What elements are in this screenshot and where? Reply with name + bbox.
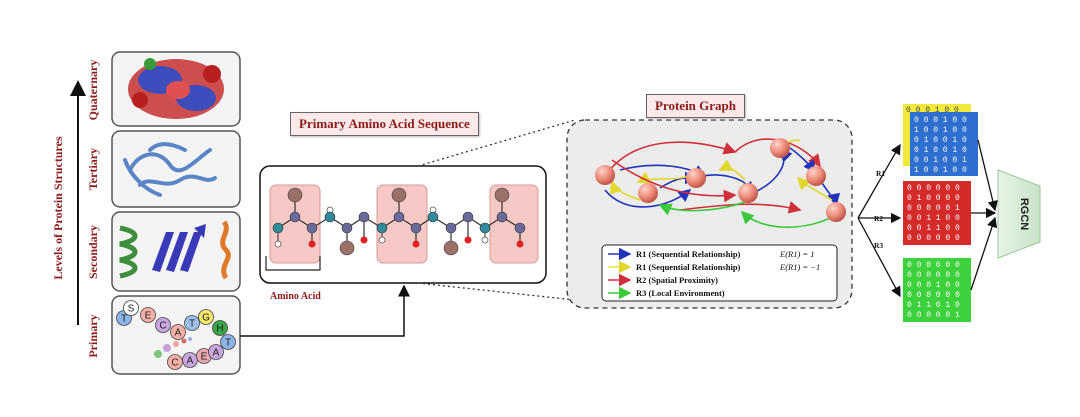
relation-arrows	[857, 143, 902, 298]
primary-letter: A	[187, 356, 194, 367]
primary-letter-circle	[155, 317, 171, 333]
level-label-quaternary: Quaternary	[86, 60, 100, 121]
primary-letter-circle	[184, 315, 200, 331]
primary-letter: A	[213, 348, 220, 359]
zoom-line-bottom	[417, 282, 576, 301]
helix-image	[119, 225, 138, 279]
zoom-line-top	[417, 119, 576, 167]
graph-node	[826, 202, 846, 222]
relation-label-r1: R1	[876, 169, 885, 178]
matrix-row: 1 0 0 1 0 0	[914, 166, 967, 175]
amino-acid-label: Amino Acid	[270, 291, 321, 302]
primary-letter: A	[175, 328, 182, 339]
graph-node	[738, 183, 758, 203]
graph-title: Protein Graph	[646, 94, 746, 118]
graph-nodes	[595, 138, 846, 222]
quaternary-structure-image	[128, 58, 224, 119]
primary-letter: H	[216, 324, 223, 335]
coil-image	[220, 220, 231, 280]
sequence-panel	[259, 165, 547, 284]
primary-letter-circle	[170, 324, 186, 340]
relation-label-r3: R3	[874, 241, 883, 250]
matrix-row: 0 0 0 0 0 1	[907, 204, 960, 213]
sequence-title: Primary Amino Acid Sequence	[290, 112, 479, 136]
primary-letter: C	[171, 358, 178, 369]
legend-label: R3 (Local Environment)	[636, 288, 725, 298]
matrix-row: 0 0 0 0 0 1	[907, 311, 960, 320]
rgcn-label: RGCN	[1018, 198, 1030, 230]
graph-edges	[604, 138, 841, 228]
level-label-secondary: Secondary	[86, 225, 100, 279]
rgcn-block	[997, 169, 1041, 259]
amino-acid-chain	[272, 187, 526, 256]
primary-letter-circle	[123, 300, 139, 316]
primary-letter: S	[128, 304, 135, 315]
primary-letter-circle	[140, 307, 156, 323]
primary-letter: G	[202, 313, 210, 324]
matrix-r1	[910, 112, 978, 176]
legend-label: R1 (Sequential Relationship)	[636, 262, 741, 272]
matrix-row: 0 0 0 1 0 0	[906, 106, 959, 115]
primary-letter-circle	[198, 309, 214, 325]
graph-node	[686, 168, 706, 188]
beta-sheet-image	[152, 224, 206, 272]
matrix-r2	[903, 181, 971, 245]
legend-label: R1 (Sequential Relationship)	[636, 249, 741, 259]
matrix-row: 0 0 0 0 0 0	[907, 234, 960, 243]
matrix-row: 0 0 0 0 0 0	[907, 184, 960, 193]
matrix-row: 0 0 0 0 0 0	[907, 271, 960, 280]
primary-dots	[154, 337, 192, 358]
primary-letter: E	[145, 311, 152, 322]
primary-letter: T	[189, 319, 195, 330]
graph-legend	[601, 244, 838, 302]
matrix-row: 0 1 0 0 0 0	[907, 194, 960, 203]
tertiary-structure-image	[123, 142, 217, 197]
amino-acid-highlight-1	[269, 184, 321, 264]
legend-arrows	[608, 247, 632, 300]
primary-to-sequence-arrow	[240, 284, 410, 337]
matrix-row: 0 1 0 0 1 0	[914, 136, 967, 145]
matrix-row: 0 0 0 0 0 0	[907, 291, 960, 300]
amino-acid-bracket	[265, 256, 321, 271]
primary-letter-circle	[220, 334, 236, 350]
matrix-row: 0 1 1 0 1 0	[907, 301, 960, 310]
levels-axis-label: Levels of Protein Structures	[51, 136, 65, 280]
quaternary-panel	[111, 51, 241, 127]
primary-letter: C	[159, 321, 166, 332]
matrix-row: 0 0 0 1 0 0	[914, 116, 967, 125]
matrix-row: 0 0 1 1 0 0	[907, 214, 960, 223]
legend-formula: E(R1) = 1	[779, 249, 815, 259]
level-label-primary: Primary	[86, 314, 100, 357]
graph-node	[638, 183, 658, 203]
primary-letter: T	[225, 338, 231, 349]
graph-node	[770, 138, 790, 158]
primary-letter-circle	[212, 320, 228, 336]
matrix-text: 0 0 0 1 0 00 0 0 1 0 01 0 0 1 0 00 1 0 0…	[906, 106, 967, 320]
legend-text: R1 (Sequential Relationship) E(R1) = 1 R…	[636, 249, 820, 298]
matrix-row: 0 0 1 0 0 1	[914, 156, 967, 165]
graph-node	[806, 166, 826, 186]
matrix-row: 1 0 0 1 0 0	[914, 126, 967, 135]
primary-letter: T	[121, 314, 127, 325]
matrix-to-rgcn-arrows	[970, 139, 998, 291]
primary-letter-circle	[208, 344, 224, 360]
matrix-row: 0 0 0 0 0 0	[907, 261, 960, 270]
legend-label: R2 (Spatial Proximity)	[636, 275, 718, 285]
level-label-tertiary: Tertiary	[86, 148, 100, 190]
graph-node	[595, 165, 615, 185]
tertiary-panel	[111, 130, 241, 208]
matrix-r3	[903, 258, 971, 322]
matrix-row: 0 0 1 1 0 0	[907, 224, 960, 233]
relation-label-r2: R2	[874, 214, 883, 223]
secondary-panel	[111, 211, 241, 292]
svg-text-layer: Levels of Protein Structures Quaternary …	[51, 60, 1030, 358]
matrix-row: 0 0 0 1 0 0	[907, 281, 960, 290]
matrix-row: 0 1 0 0 1 0	[914, 146, 967, 155]
primary-letter: E	[201, 352, 208, 363]
legend-formula: E(R1) = −1	[779, 262, 820, 272]
